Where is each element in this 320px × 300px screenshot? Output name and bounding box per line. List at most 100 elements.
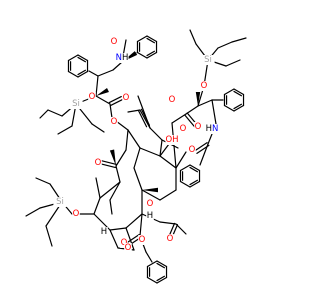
taxane-core	[127, 109, 141, 113]
benzoyl-ring-bottom	[146, 260, 158, 268]
oxetane-ring	[125, 227, 135, 251]
side-chain-left	[95, 95, 111, 105]
atom-label-background	[146, 199, 154, 209]
oxetane-ring	[109, 229, 119, 249]
atom-label-o-ester1: O	[111, 117, 118, 127]
amide-link	[211, 99, 217, 125]
atom-label-o-si2: O	[201, 81, 208, 91]
lower-ring	[93, 197, 101, 215]
benzoyl-ring-bottom	[156, 262, 166, 269]
ethyl-chain	[225, 59, 241, 67]
taxane-core	[109, 199, 113, 215]
atom-label-si3: Si	[56, 197, 64, 207]
benzoyl-ring-top	[136, 51, 148, 59]
benzoyl-ring-right	[189, 179, 199, 186]
wedge-bond	[195, 92, 201, 106]
benzoyl-ring-top	[136, 35, 148, 43]
wedge-bond	[142, 187, 158, 193]
atom-label-oh: OH	[165, 135, 178, 145]
ketone-bond	[99, 159, 117, 166]
phenyl-ring-left	[77, 69, 87, 76]
atom-label-h2: H	[147, 211, 153, 221]
methyl-bond	[95, 177, 101, 199]
atom-label-o-ester2: O	[169, 95, 176, 105]
atom-label-background	[201, 55, 215, 65]
atom-label-background	[200, 81, 208, 91]
taxane-core	[115, 165, 121, 183]
ethyl-chain	[47, 109, 63, 117]
carbonyl-bond	[110, 98, 124, 107]
taxane-core	[141, 189, 161, 201]
lower-ring	[125, 213, 143, 229]
acetyl-group	[159, 221, 177, 225]
carbonyl-bond	[184, 114, 196, 128]
side-chain-left	[112, 61, 123, 71]
atom-label-background	[94, 158, 102, 168]
methyl-bond	[175, 151, 187, 169]
atom-label-background	[115, 53, 129, 63]
atom-label-o-c3: O	[180, 124, 187, 134]
ethyl-chain	[25, 207, 41, 217]
atom-label-background	[122, 93, 130, 103]
phenyl-ring-left	[67, 54, 79, 62]
atom-label-background	[53, 197, 67, 207]
atom-label-o-c5: O	[189, 145, 196, 155]
atom-label-o-si1: O	[89, 92, 96, 102]
atom-label-background	[205, 124, 219, 134]
ethyl-chain	[189, 29, 197, 45]
atom-label-o-bz: O	[139, 235, 146, 245]
benzoyl-ring-bottom	[156, 276, 168, 284]
ethyl-chain	[45, 225, 53, 247]
benzoate-link	[139, 213, 143, 237]
side-chain-left	[95, 75, 99, 97]
ethyl-chain	[91, 123, 105, 133]
atom-label-background	[69, 99, 83, 109]
side-chain-right	[185, 105, 199, 115]
atom-label-background	[166, 234, 174, 244]
side-chain-left	[97, 69, 114, 77]
taxane-core	[139, 147, 161, 157]
bond-skeleton	[25, 29, 247, 284]
taxane-core	[159, 139, 163, 157]
atom-label-background	[124, 243, 132, 253]
atom-label-o-ac1: O	[147, 199, 154, 209]
atom-label-background	[120, 238, 128, 248]
atom-label-nh1: NH	[116, 53, 129, 63]
atom-label-o-bz2: O	[125, 243, 132, 253]
atom-label-o-c1: O	[111, 37, 118, 47]
phenyl-ring-right	[233, 103, 243, 110]
atom-label-background	[179, 124, 187, 134]
benzoate-chain	[145, 251, 153, 263]
wedge-bond	[96, 88, 109, 96]
atom-label-background	[100, 227, 108, 237]
atom-label-si2: Si	[204, 55, 212, 65]
phenyl-ring-left	[77, 56, 87, 63]
ethyl-chain	[231, 37, 247, 43]
taxane-core	[109, 181, 121, 201]
atom-label-background	[88, 92, 96, 102]
benzoyl-ring-right	[179, 164, 191, 172]
atom-label-background	[138, 235, 146, 245]
benzoyl-ring-top	[146, 37, 156, 44]
ethyl-chain	[217, 41, 233, 49]
benzoyl-link	[199, 143, 209, 166]
taxane-core	[127, 129, 141, 149]
atom-label-background	[110, 117, 118, 127]
taxane-core	[149, 127, 163, 141]
taxane-core	[133, 167, 143, 191]
taxane-core	[125, 129, 129, 151]
benzoyl-ring-bottom	[146, 276, 158, 284]
benzoyl-ring-bottom	[156, 260, 168, 268]
phenyl-ring-left	[67, 70, 79, 78]
atom-label-o-c2: O	[123, 93, 130, 103]
taxane-core	[159, 155, 177, 169]
benzoyl-ring-right	[189, 166, 199, 173]
core-double-bond	[137, 110, 148, 128]
benzoyl-ring-top	[146, 35, 158, 43]
carbonyl-bond	[108, 95, 122, 104]
atom-label-o-c6: O	[95, 158, 102, 168]
ethyl-chain	[39, 109, 49, 119]
benzoyl-ring-top	[146, 51, 158, 59]
